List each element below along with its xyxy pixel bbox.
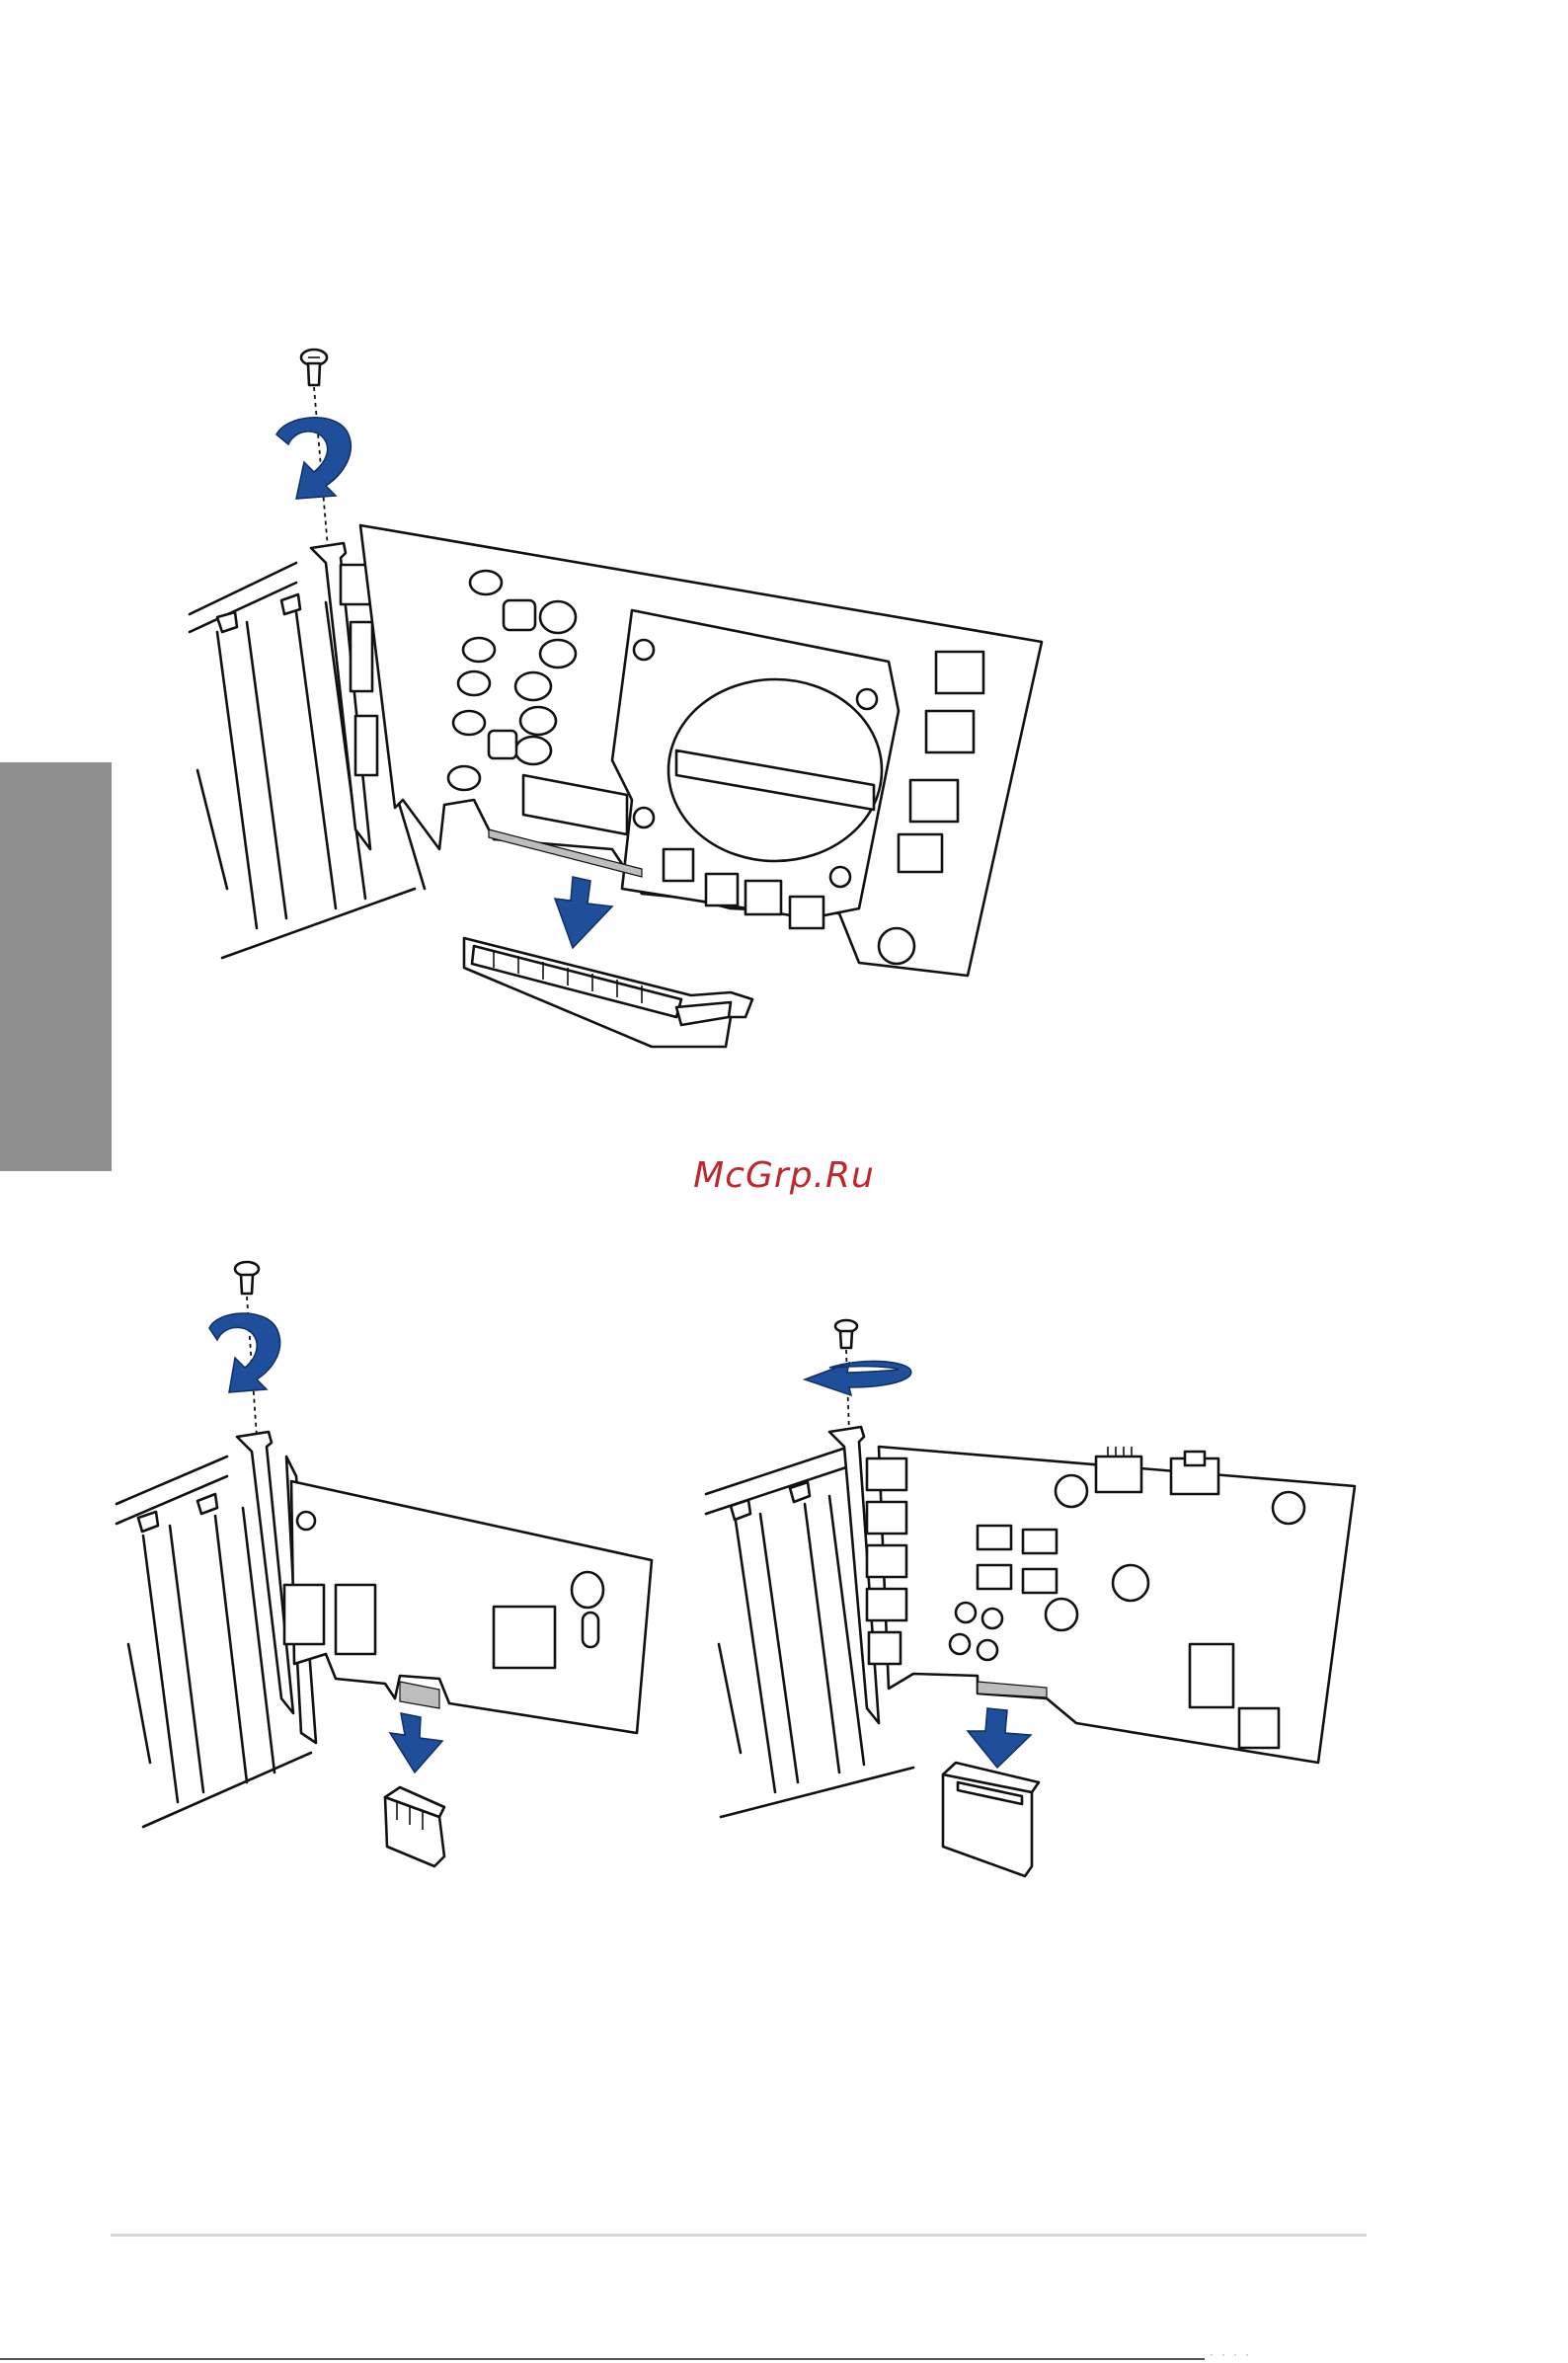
chapter-side-tab [0, 762, 112, 1171]
bottom-rule [0, 2358, 1205, 2360]
bottom-ghost-text: · · · · [1209, 2350, 1250, 2361]
pcie-x1-card [284, 1481, 652, 1733]
insert-arrow-icon [390, 1713, 442, 1772]
pcie-x16-slot [464, 938, 752, 1047]
audio-card [867, 1447, 1355, 1763]
rotate-arrow-icon [209, 1313, 280, 1392]
insert-arrow-icon [968, 1708, 1031, 1768]
screw-icon [301, 350, 327, 385]
audio-card-install-figure [691, 1318, 1382, 1901]
rotate-arrow-icon [805, 1361, 911, 1395]
graphics-card-install-figure [178, 336, 1066, 1086]
insert-arrow-icon [555, 877, 612, 948]
watermark-text: McGrp.Ru [0, 1155, 1568, 1196]
pcie-x1-slot [385, 1787, 444, 1866]
graphics-card [360, 525, 1042, 976]
screw-icon [835, 1320, 857, 1348]
screw-icon [235, 1262, 259, 1294]
pcie-x1-card-install-figure [99, 1249, 691, 1901]
footer-rule [111, 2234, 1367, 2237]
rotate-arrow-icon [276, 418, 351, 499]
pcie-x1-slot [943, 1763, 1039, 1876]
